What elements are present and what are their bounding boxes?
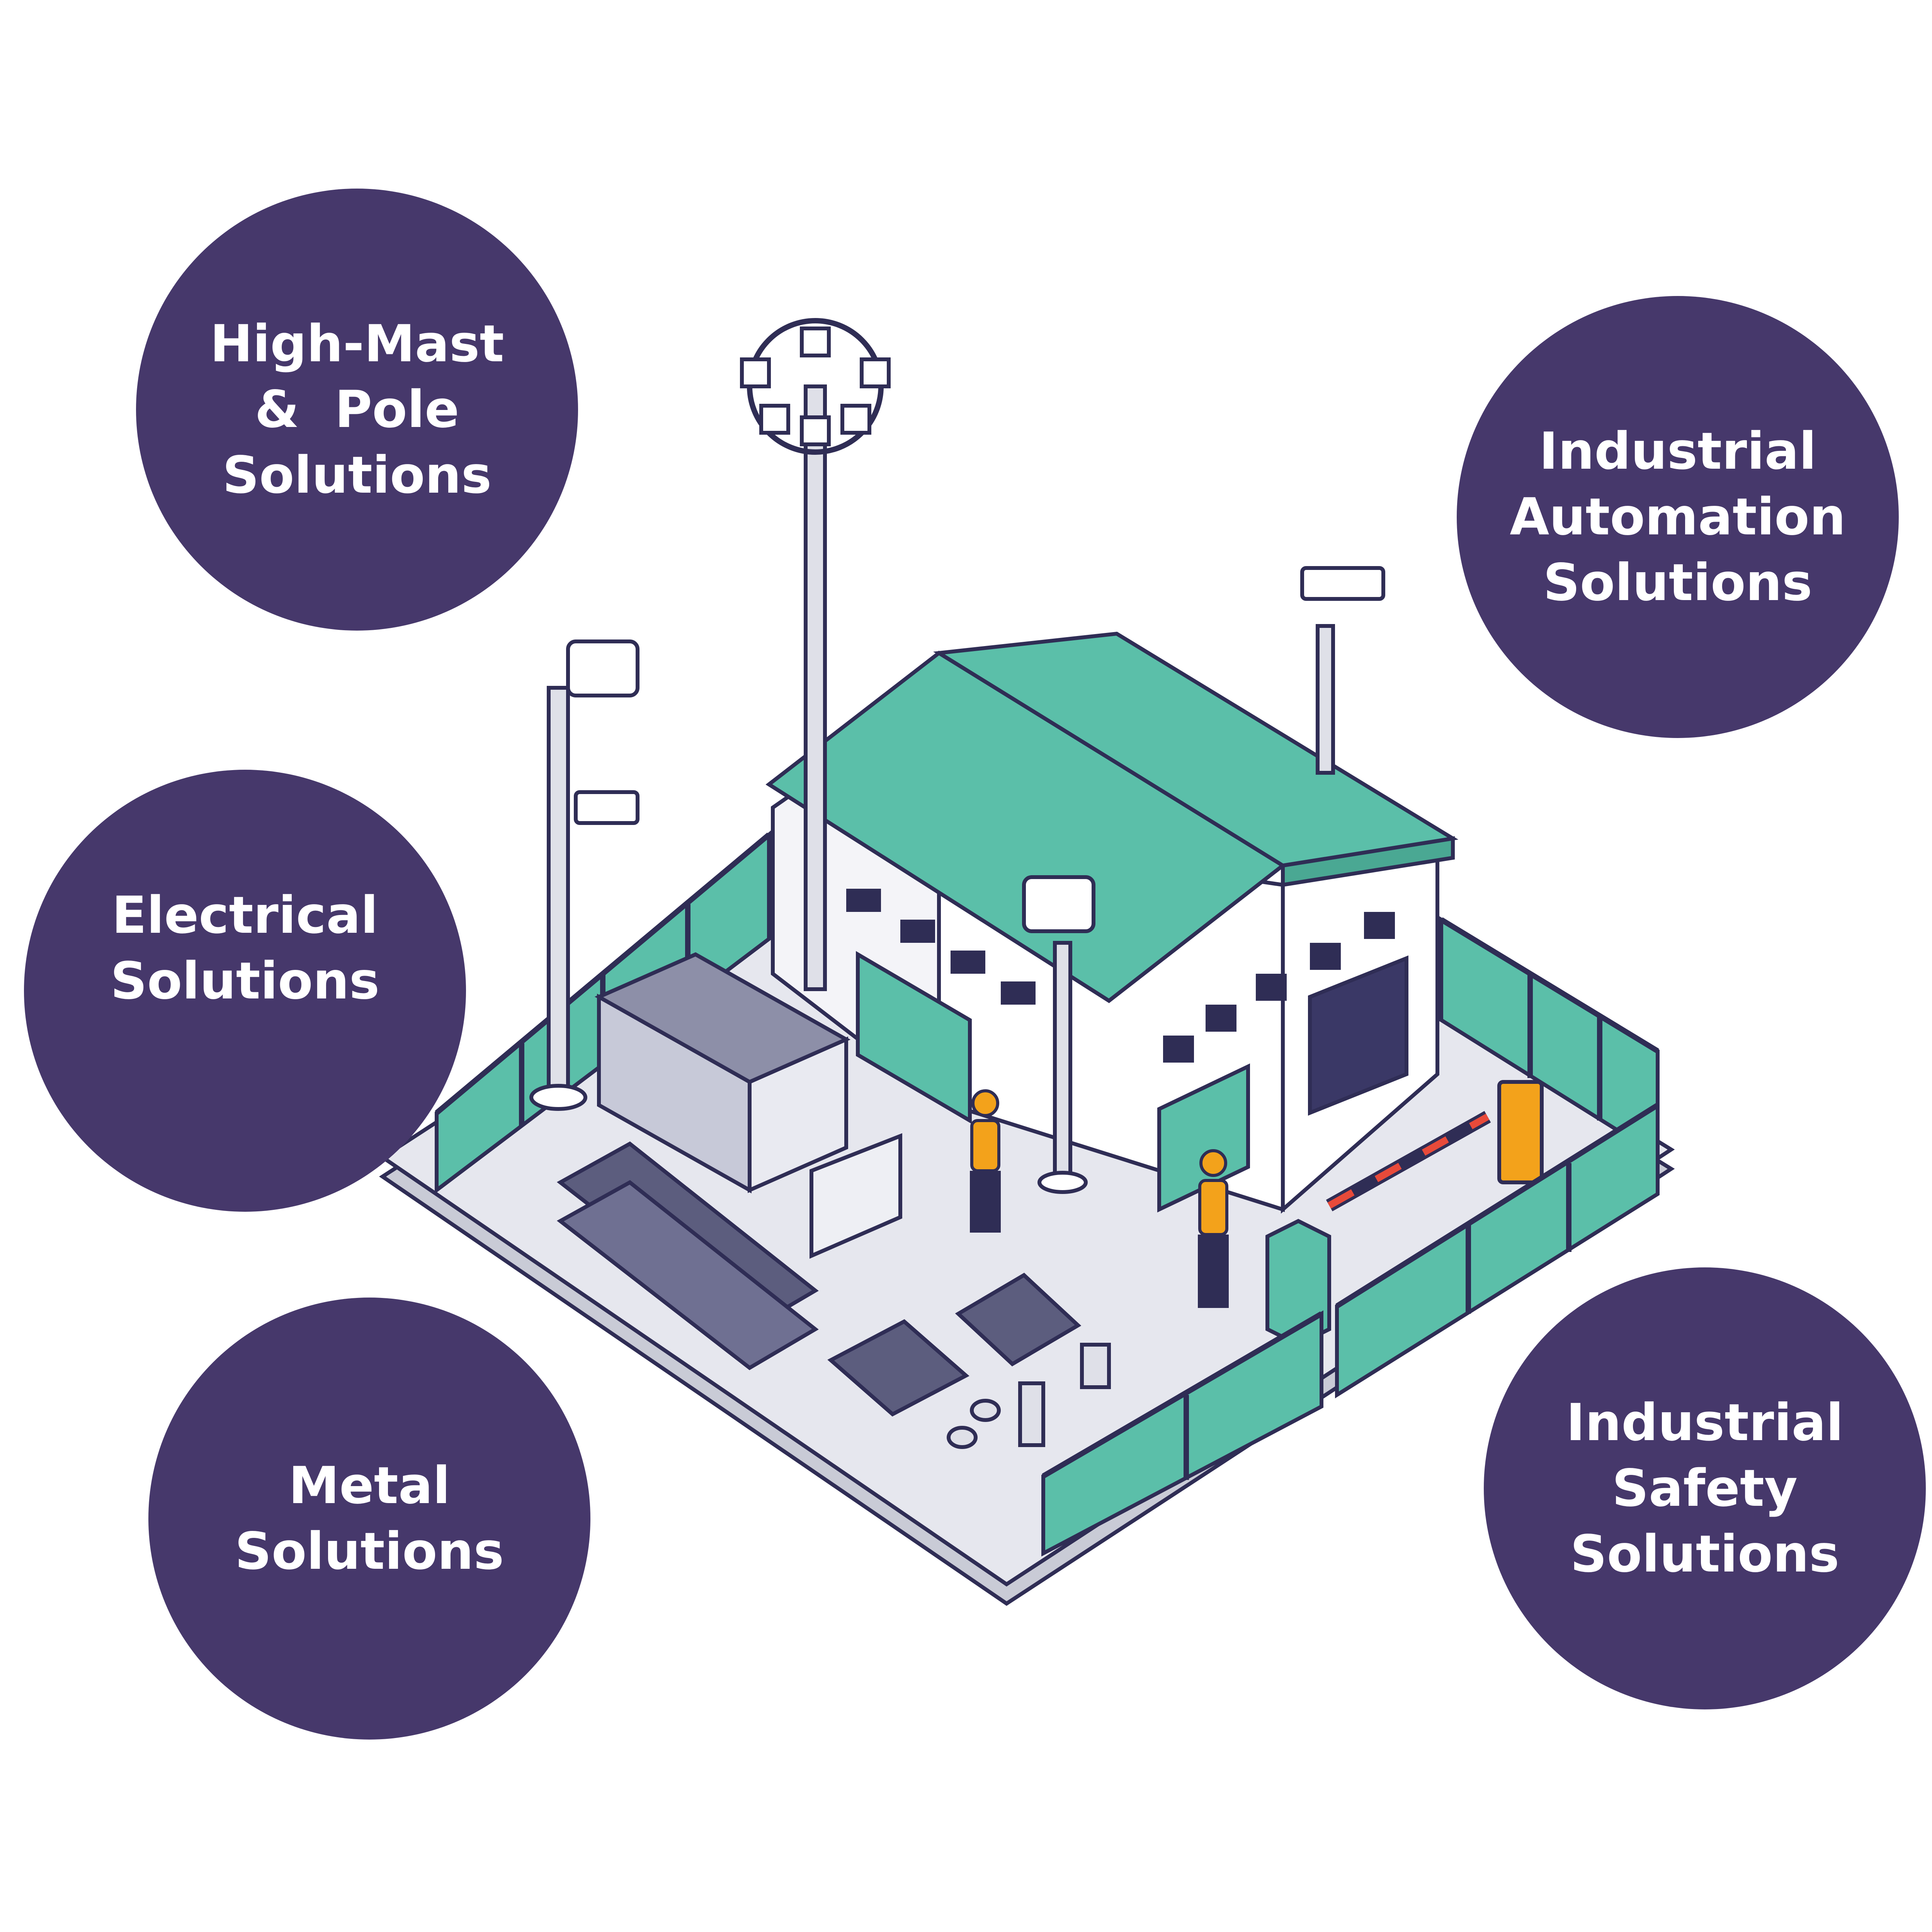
warehouse-building <box>765 631 1459 1214</box>
high-mast-pole <box>740 318 891 991</box>
service-label: Electrical Solutions <box>111 883 380 1014</box>
service-label-line: Electrical <box>112 886 378 945</box>
steel-beam-stack <box>556 1141 819 1371</box>
cctv-pole-right <box>1300 566 1385 775</box>
service-label-line: Automation <box>1510 487 1846 547</box>
service-label-line: High-Mast <box>210 314 504 374</box>
fence-back-right <box>1439 916 1660 1159</box>
service-label-line: Industrial <box>1539 422 1816 481</box>
service-label: High-Mast & Pole Solutions <box>210 311 504 508</box>
switchgear-cabinet <box>594 952 902 1259</box>
service-industrial-automation: Industrial Automation Solutions <box>1457 296 1899 738</box>
base-plates <box>827 1272 1111 1449</box>
service-label-line: Solutions <box>1570 1524 1840 1584</box>
service-label-line: Solutions <box>110 951 380 1011</box>
service-metal: Metal Solutions <box>148 1298 590 1740</box>
service-industrial-safety: Industrial Safety Solutions <box>1484 1267 1926 1709</box>
service-label-line: Industrial <box>1566 1393 1844 1452</box>
service-label: Industrial Automation Solutions <box>1510 418 1846 616</box>
fence-front <box>1041 1101 1660 1557</box>
service-label-line: Solutions <box>235 1522 504 1581</box>
service-label: Metal Solutions <box>235 1453 504 1584</box>
worker-right <box>1198 1149 1229 1308</box>
worker-left <box>970 1089 1001 1233</box>
barrier-gate <box>1265 1080 1544 1347</box>
service-label-line: Solutions <box>1543 553 1813 612</box>
flood-light-pole-left <box>529 639 639 1111</box>
service-label-line: Safety <box>1612 1459 1798 1518</box>
service-label-line: Metal <box>288 1456 451 1515</box>
service-label-line: & Pole <box>255 380 459 439</box>
flood-light-pole-middle <box>1022 875 1095 1194</box>
service-electrical: Electrical Solutions <box>24 770 466 1212</box>
service-label-line: Solutions <box>222 446 492 505</box>
service-label: Industrial Safety Solutions <box>1566 1390 1844 1587</box>
service-high-mast-pole: High-Mast & Pole Solutions <box>136 189 578 631</box>
